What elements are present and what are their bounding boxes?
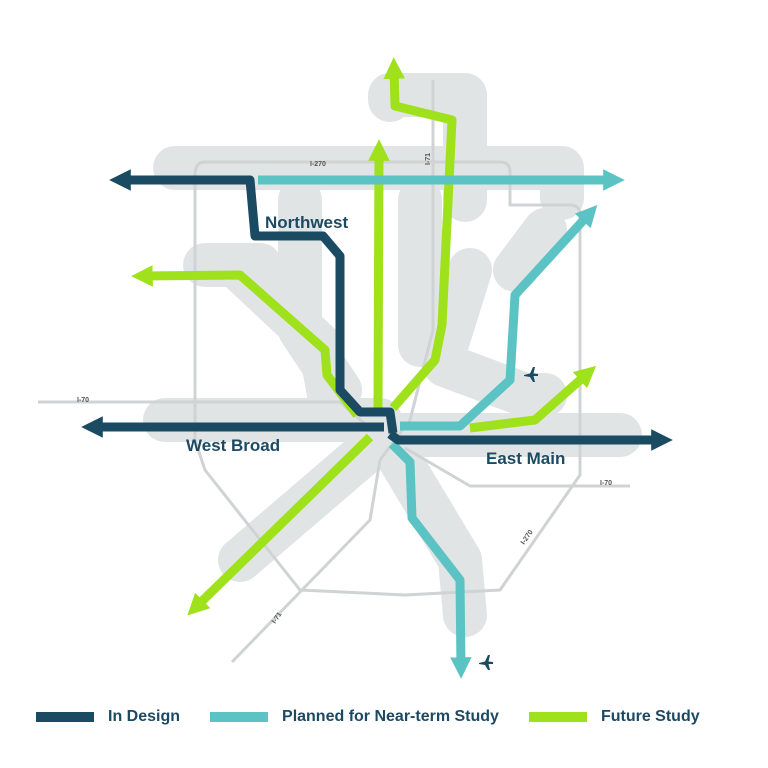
legend-swatch-in-design bbox=[36, 712, 94, 722]
legend-swatch-future bbox=[528, 712, 587, 722]
legend-label-near-term: Planned for Near-term Study bbox=[282, 708, 499, 725]
near-term-line-south bbox=[388, 440, 472, 679]
highway-label-i270-north: I-270 bbox=[310, 161, 326, 168]
future-line-southwest bbox=[187, 433, 374, 616]
legend-label-future: Future Study bbox=[600, 708, 700, 725]
legend-item-future: Future Study bbox=[528, 708, 700, 726]
legend-swatch-near-term bbox=[210, 712, 269, 722]
highway-label-i70-east: I-70 bbox=[600, 480, 612, 487]
airplane-icon bbox=[479, 655, 493, 670]
legend-item-near-term: Planned for Near-term Study bbox=[210, 708, 499, 726]
legend-item-in-design: In Design bbox=[36, 708, 180, 726]
in-design-line-northwest bbox=[109, 169, 398, 434]
corridor-background bbox=[143, 73, 642, 637]
in-design-lines bbox=[81, 169, 673, 451]
future-line-northeast-east bbox=[469, 365, 597, 433]
highway-label-i70-west: I-70 bbox=[77, 397, 89, 404]
highway-label-i71-north: I-71 bbox=[425, 153, 432, 165]
near-term-study-lines bbox=[258, 169, 625, 679]
map-legend: In Design Planned for Near-term Study Fu… bbox=[36, 706, 746, 728]
near-term-line-northeast bbox=[400, 205, 598, 431]
highway-label-i71-south: I-71 bbox=[271, 611, 284, 625]
future-line-north-i71 bbox=[383, 57, 457, 411]
legend-label-in-design: In Design bbox=[108, 708, 181, 725]
in-design-line-east-main bbox=[387, 429, 673, 451]
future-line-north-center bbox=[368, 139, 390, 409]
airplane-icon bbox=[524, 367, 538, 382]
corridor-label-east-main: East Main bbox=[486, 449, 565, 468]
corridor-label-northwest: Northwest bbox=[265, 213, 348, 232]
corridor-label-west-broad: West Broad bbox=[186, 436, 280, 455]
